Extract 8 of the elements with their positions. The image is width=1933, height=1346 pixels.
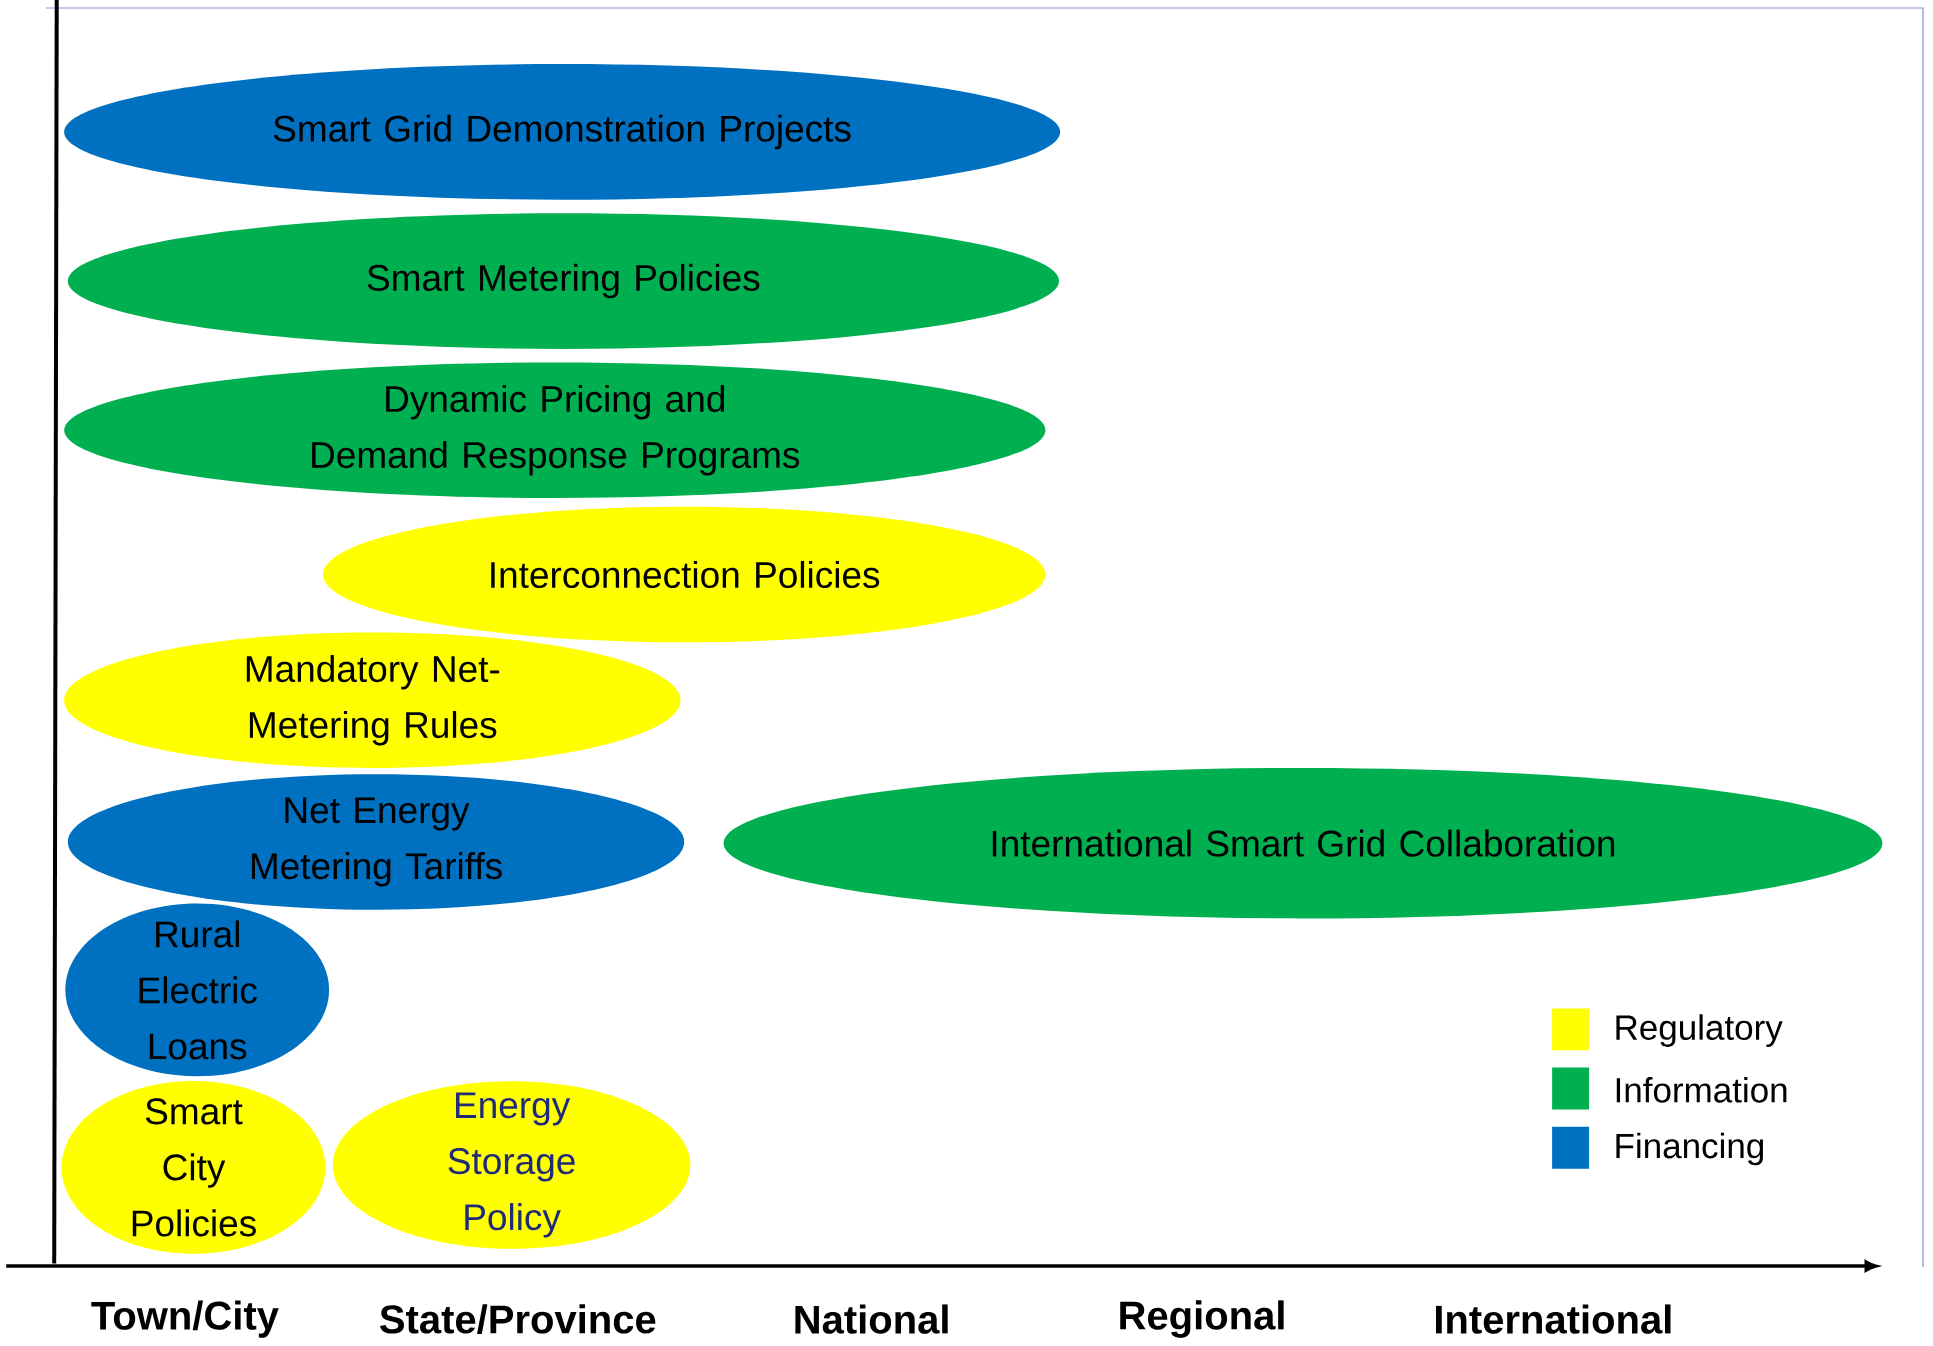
axis-label: Regional — [1120, 1300, 1284, 1338]
legend-label: Regulatory — [1616, 1014, 1783, 1047]
axis-label: International — [1436, 1304, 1671, 1334]
axis-label: State/Province — [380, 1304, 656, 1334]
axis-label: National — [795, 1304, 948, 1334]
legend-label: Information — [1616, 1076, 1787, 1103]
legend-label: Financing — [1616, 1132, 1763, 1166]
axis-label: Town/City — [91, 1300, 279, 1338]
